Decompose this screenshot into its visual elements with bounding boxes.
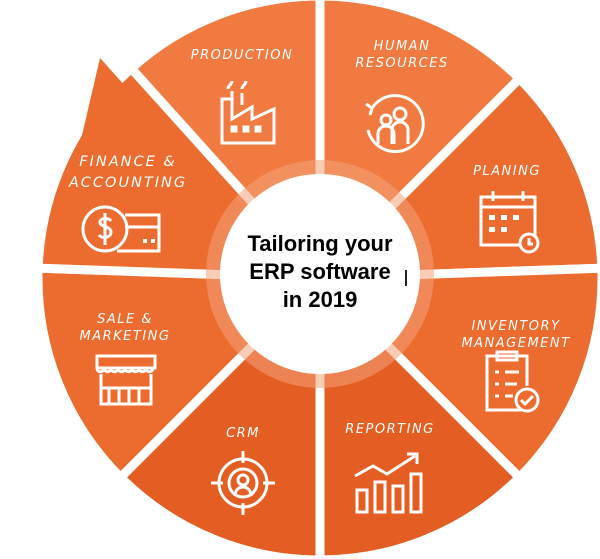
bar-chart-trend-icon [354,452,423,514]
label-inventory: INVENTORY MANAGEMENT [461,318,570,352]
label-planing: PLANING [473,163,541,180]
label-line: PRODUCTION [190,48,294,63]
label-finance: FINANCE & ACCOUNTING [69,152,187,194]
clipboard-check-icon [485,350,540,413]
center-hub [220,174,420,374]
people-cycle-icon [365,94,425,154]
label-line: REPORTING [345,422,435,437]
label-line: INVENTORY [471,319,561,334]
label-line: CRM [226,426,260,441]
center-line-1: Tailoring your [247,231,393,256]
factory-icon [220,80,276,145]
label-line: SALE & [97,312,153,327]
label-line: MARKETING [79,329,171,344]
label-line: FINANCE & [79,154,177,170]
label-line: RESOURCES [355,56,449,71]
center-title: Tailoring your ERP software in 2019 [247,230,392,314]
finance-extension [60,58,255,230]
text-cursor [405,270,407,286]
label-line: PLANING [473,164,541,179]
label-crm: CRM [226,425,260,442]
label-line: ACCOUNTING [68,175,188,191]
label-reporting: REPORTING [345,421,434,438]
label-line: HUMAN [373,39,431,54]
label-sale-marketing: SALE & MARKETING [80,311,171,345]
center-line-2: ERP software [249,259,391,284]
label-production: PRODUCTION [191,47,293,64]
center-line-3: in 2019 [282,287,358,312]
storefront-icon [95,354,157,406]
dollar-card-icon [81,205,161,253]
calendar-clock-icon [479,191,540,254]
target-person-icon [211,451,275,515]
label-human-resources: HUMAN RESOURCES [355,38,448,72]
label-line: MANAGEMENT [461,336,571,351]
